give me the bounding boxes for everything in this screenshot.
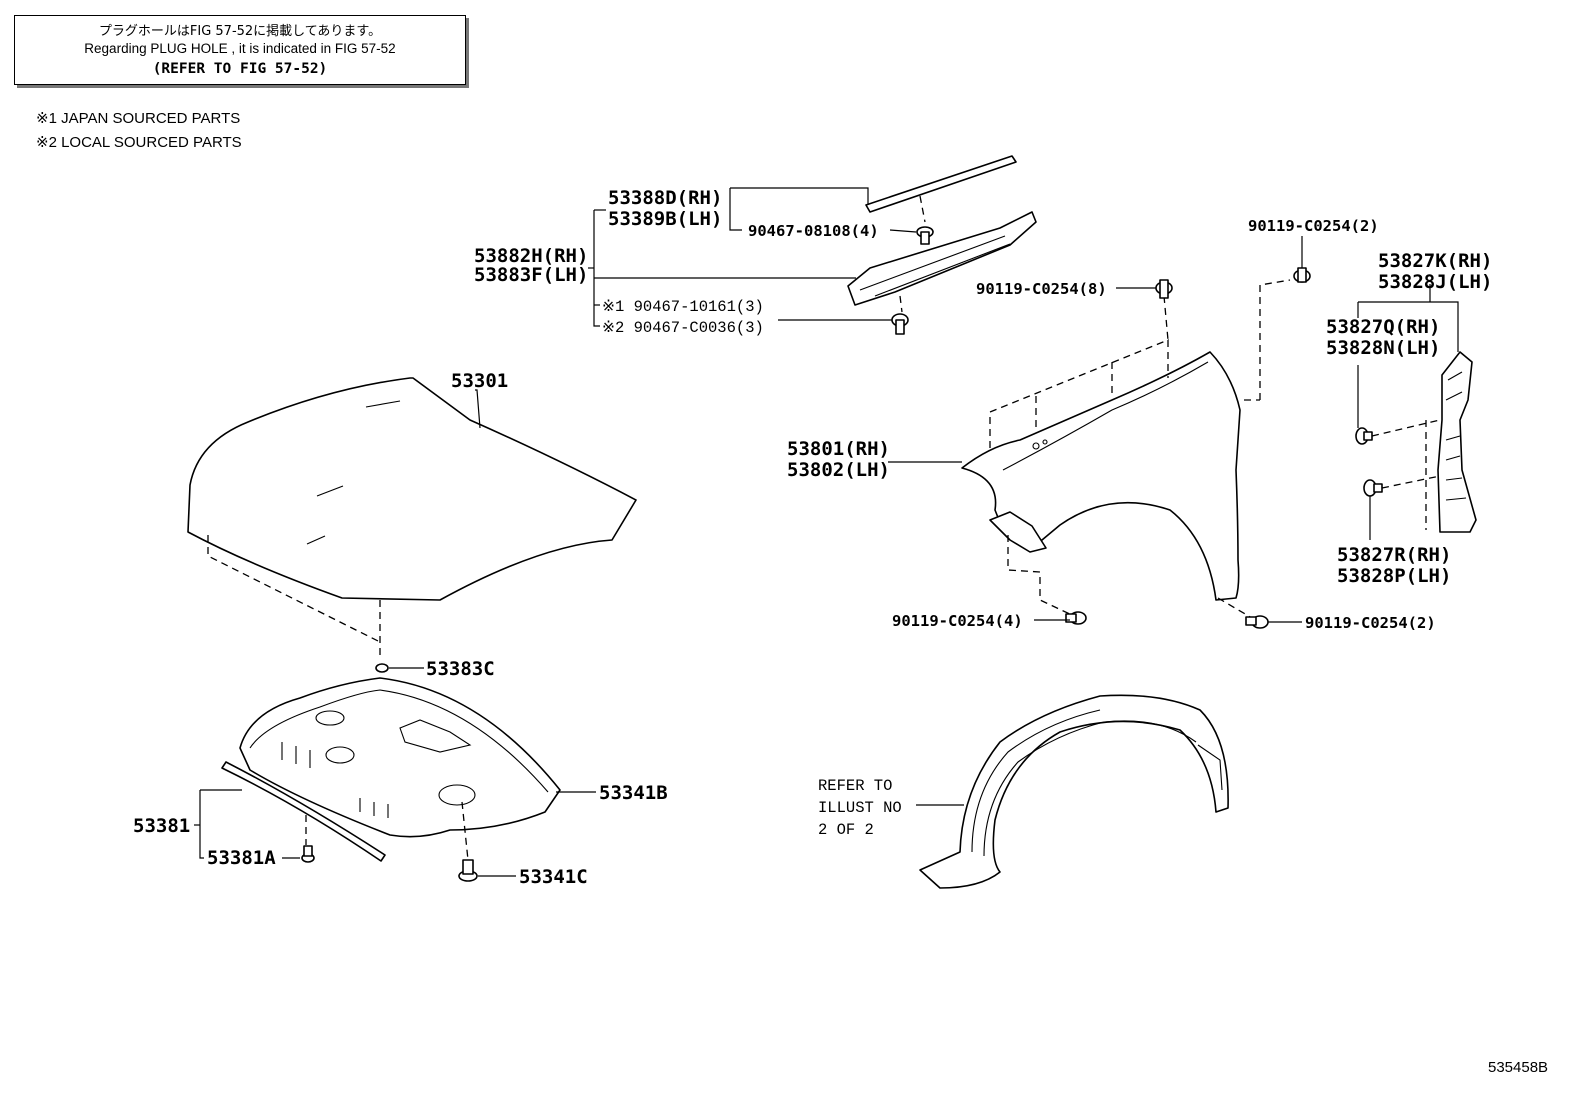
label-53341C[interactable]: 53341C bbox=[519, 866, 588, 888]
fender-protector-seal[interactable] bbox=[1437, 351, 1477, 533]
label-90467-10161[interactable]: ※1 90467-10161(3) bbox=[602, 298, 764, 316]
label-53828P[interactable]: 53828P(LH) bbox=[1337, 565, 1451, 587]
label-90119-C0254-8[interactable]: 90119-C0254(8) bbox=[976, 280, 1107, 298]
label-90119-C0254-4[interactable]: 90119-C0254(4) bbox=[892, 612, 1023, 630]
legend-japan-sourced: ※1 JAPAN SOURCED PARTS bbox=[36, 110, 241, 127]
label-53301[interactable]: 53301 bbox=[451, 370, 508, 392]
front-fender[interactable] bbox=[961, 351, 1241, 601]
note-japanese: プラグホールはFIG 57-52に掲載してあります。 bbox=[98, 24, 382, 39]
label-53801[interactable]: 53801(RH) bbox=[787, 438, 890, 460]
label-90119-C0254-2a[interactable]: 90119-C0254(2) bbox=[1248, 217, 1379, 235]
label-refer-2[interactable]: ILLUST NO bbox=[818, 799, 902, 817]
fender-seal-upper[interactable] bbox=[865, 155, 1017, 213]
protector-clip-lower[interactable] bbox=[1363, 479, 1383, 497]
figure-number: 535458B bbox=[1488, 1059, 1549, 1076]
fender-liner[interactable] bbox=[919, 694, 1229, 889]
label-53827K[interactable]: 53827K(RH) bbox=[1378, 250, 1492, 272]
label-53827R[interactable]: 53827R(RH) bbox=[1337, 544, 1451, 566]
hood-seal[interactable] bbox=[221, 761, 386, 862]
label-53381A[interactable]: 53381A bbox=[207, 847, 276, 869]
label-90467-08108[interactable]: 90467-08108(4) bbox=[748, 222, 879, 240]
label-53388D[interactable]: 53388D(RH) bbox=[608, 187, 722, 209]
fender-bolt-rear-upper[interactable] bbox=[1293, 267, 1311, 283]
label-53828N[interactable]: 53828N(LH) bbox=[1326, 337, 1440, 359]
label-53828J[interactable]: 53828J(LH) bbox=[1378, 271, 1492, 293]
label-90119-C0254-2b[interactable]: 90119-C0254(2) bbox=[1305, 614, 1436, 632]
label-53883F[interactable]: 53883F(LH) bbox=[474, 264, 588, 286]
legend-local-sourced: ※2 LOCAL SOURCED PARTS bbox=[36, 134, 242, 151]
note-english: Regarding PLUG HOLE , it is indicated in… bbox=[84, 41, 396, 56]
hood-insulator[interactable] bbox=[239, 677, 561, 838]
label-53802[interactable]: 53802(LH) bbox=[787, 459, 890, 481]
label-53381[interactable]: 53381 bbox=[133, 815, 190, 837]
label-90467-C0036[interactable]: ※2 90467-C0036(3) bbox=[602, 319, 764, 337]
hood-panel[interactable] bbox=[187, 377, 637, 601]
note-reference-link[interactable]: (REFER TO FIG 57-52) bbox=[152, 61, 328, 77]
bracket-clip[interactable] bbox=[891, 313, 909, 335]
label-refer-3[interactable]: 2 OF 2 bbox=[818, 821, 874, 839]
fender-seal-bracket[interactable] bbox=[847, 211, 1037, 306]
seal-retainer-clip[interactable] bbox=[916, 226, 934, 245]
fender-bolt-front-lower[interactable] bbox=[1065, 611, 1087, 625]
label-53383C[interactable]: 53383C bbox=[426, 658, 495, 680]
label-53341B[interactable]: 53341B bbox=[599, 782, 668, 804]
hood-cushion[interactable] bbox=[375, 663, 389, 673]
plug-hole-note: プラグホールはFIG 57-52に掲載してあります。 Regarding PLU… bbox=[14, 15, 466, 85]
label-53389B[interactable]: 53389B(LH) bbox=[608, 208, 722, 230]
label-53827Q[interactable]: 53827Q(RH) bbox=[1326, 316, 1440, 338]
fender-bolt-top[interactable] bbox=[1155, 279, 1173, 299]
label-refer-1[interactable]: REFER TO bbox=[818, 777, 892, 795]
fender-bolt-rear-lower[interactable] bbox=[1245, 615, 1269, 629]
protector-clip-upper[interactable] bbox=[1355, 427, 1373, 445]
seal-clip[interactable] bbox=[301, 845, 315, 863]
insulator-clip[interactable] bbox=[458, 859, 478, 882]
label-53882H[interactable]: 53882H(RH) bbox=[474, 245, 588, 267]
